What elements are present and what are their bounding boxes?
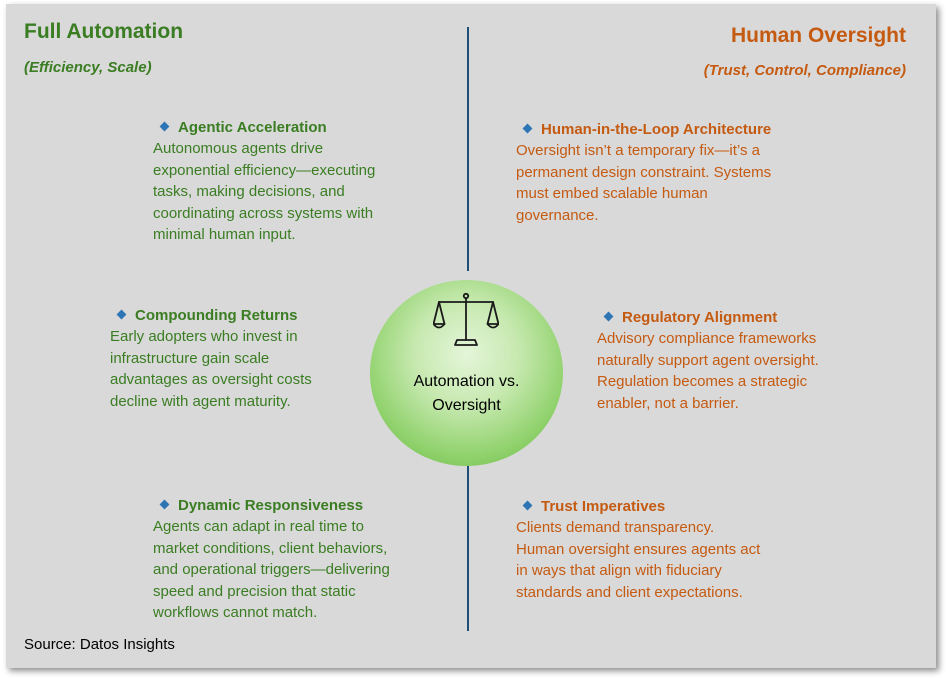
center-label-line2: Oversight [432, 397, 501, 414]
full-automation-subtitle: (Efficiency, Scale) [24, 59, 152, 76]
text-line: permanent design constraint. Systems [516, 163, 772, 181]
text-line: decline with agent maturity. [110, 392, 291, 410]
diamond-bullet-icon [603, 311, 614, 322]
text-line: infrastructure gain scale [110, 349, 270, 367]
text-line: and operational triggers—delivering [153, 561, 390, 578]
diamond-bullet-icon [522, 123, 533, 134]
text-line: standards and client expectations. [516, 583, 743, 601]
human-oversight-subtitle: (Trust, Control, Compliance) [703, 62, 906, 79]
compounding-returns-block: Compounding Returns Early adopters who i… [110, 306, 312, 412]
dynamic-responsiveness-text: Agents can adapt in real time to market … [153, 516, 390, 624]
trust-imperatives-block: Trust Imperatives Clients demand transpa… [516, 497, 760, 603]
source-note: Source: Datos Insights [24, 636, 175, 653]
text-line: tasks, making decisions, and [153, 183, 345, 200]
diamond-bullet-icon [159, 121, 170, 132]
agentic-acceleration-text: Autonomous agents drive exponential effi… [153, 138, 375, 246]
text-line: Oversight isn’t a temporary fix—it’s a [516, 142, 760, 159]
text-line: governance. [516, 206, 599, 224]
text-line: Human oversight ensures agents act [516, 540, 761, 558]
center-label-line1: Automation vs. [413, 373, 520, 390]
text-line: market conditions, client behaviors, [153, 539, 388, 557]
human-oversight-title: Human Oversight [730, 24, 906, 47]
text-line: naturally support agent oversight. [597, 351, 819, 369]
text-line: Early adopters who invest in [110, 328, 298, 345]
text-line: exponential efficiency—executing [153, 161, 376, 179]
text-line: in ways that align with fiduciary [516, 562, 722, 579]
human-in-the-loop-heading: Human-in-the-Loop Architecture [541, 121, 772, 138]
text-line: enabler, not a barrier. [597, 394, 739, 412]
diamond-bullet-icon [159, 499, 170, 510]
center-divider-bottom [467, 462, 469, 631]
regulatory-alignment-text: Advisory compliance frameworks naturally… [597, 328, 819, 414]
text-line: Advisory compliance frameworks [597, 330, 817, 347]
agentic-acceleration-heading: Agentic Acceleration [178, 119, 327, 136]
human-in-the-loop-text: Oversight isn’t a temporary fix—it’s a p… [516, 140, 771, 226]
compounding-returns-text: Early adopters who invest in infrastruct… [110, 326, 312, 412]
text-line: minimal human input. [153, 226, 296, 243]
human-in-the-loop-block: Human-in-the-Loop Architecture Oversight… [516, 120, 771, 226]
diamond-bullet-icon [522, 500, 533, 511]
agentic-acceleration-block: Agentic Acceleration Autonomous agents d… [153, 118, 375, 246]
center-divider-top [467, 27, 469, 271]
center-circle: Automation vs. Oversight [370, 280, 563, 466]
regulatory-alignment-heading: Regulatory Alignment [622, 309, 778, 326]
text-line: Regulation becomes a strategic [597, 373, 808, 390]
text-line: must embed scalable human [516, 185, 708, 202]
text-line: coordinating across systems with [153, 204, 374, 222]
compounding-returns-heading: Compounding Returns [135, 307, 298, 324]
trust-imperatives-heading: Trust Imperatives [541, 498, 666, 515]
text-line: advantages as oversight costs [110, 371, 312, 388]
dynamic-responsiveness-block: Dynamic Responsiveness Agents can adapt … [153, 496, 390, 624]
full-automation-title: Full Automation [24, 20, 184, 43]
diamond-bullet-icon [116, 309, 127, 320]
dynamic-responsiveness-heading: Dynamic Responsiveness [178, 497, 364, 514]
text-line: Autonomous agents drive [153, 140, 324, 157]
trust-imperatives-text: Clients demand transparency. Human overs… [516, 517, 760, 603]
balance-scale-icon [433, 292, 499, 346]
text-line: speed and precision that static [153, 582, 356, 600]
text-line: workflows cannot match. [153, 604, 318, 621]
regulatory-alignment-block: Regulatory Alignment Advisory compliance… [597, 308, 819, 414]
text-line: Agents can adapt in real time to [153, 518, 364, 535]
text-line: Clients demand transparency. [516, 519, 715, 536]
